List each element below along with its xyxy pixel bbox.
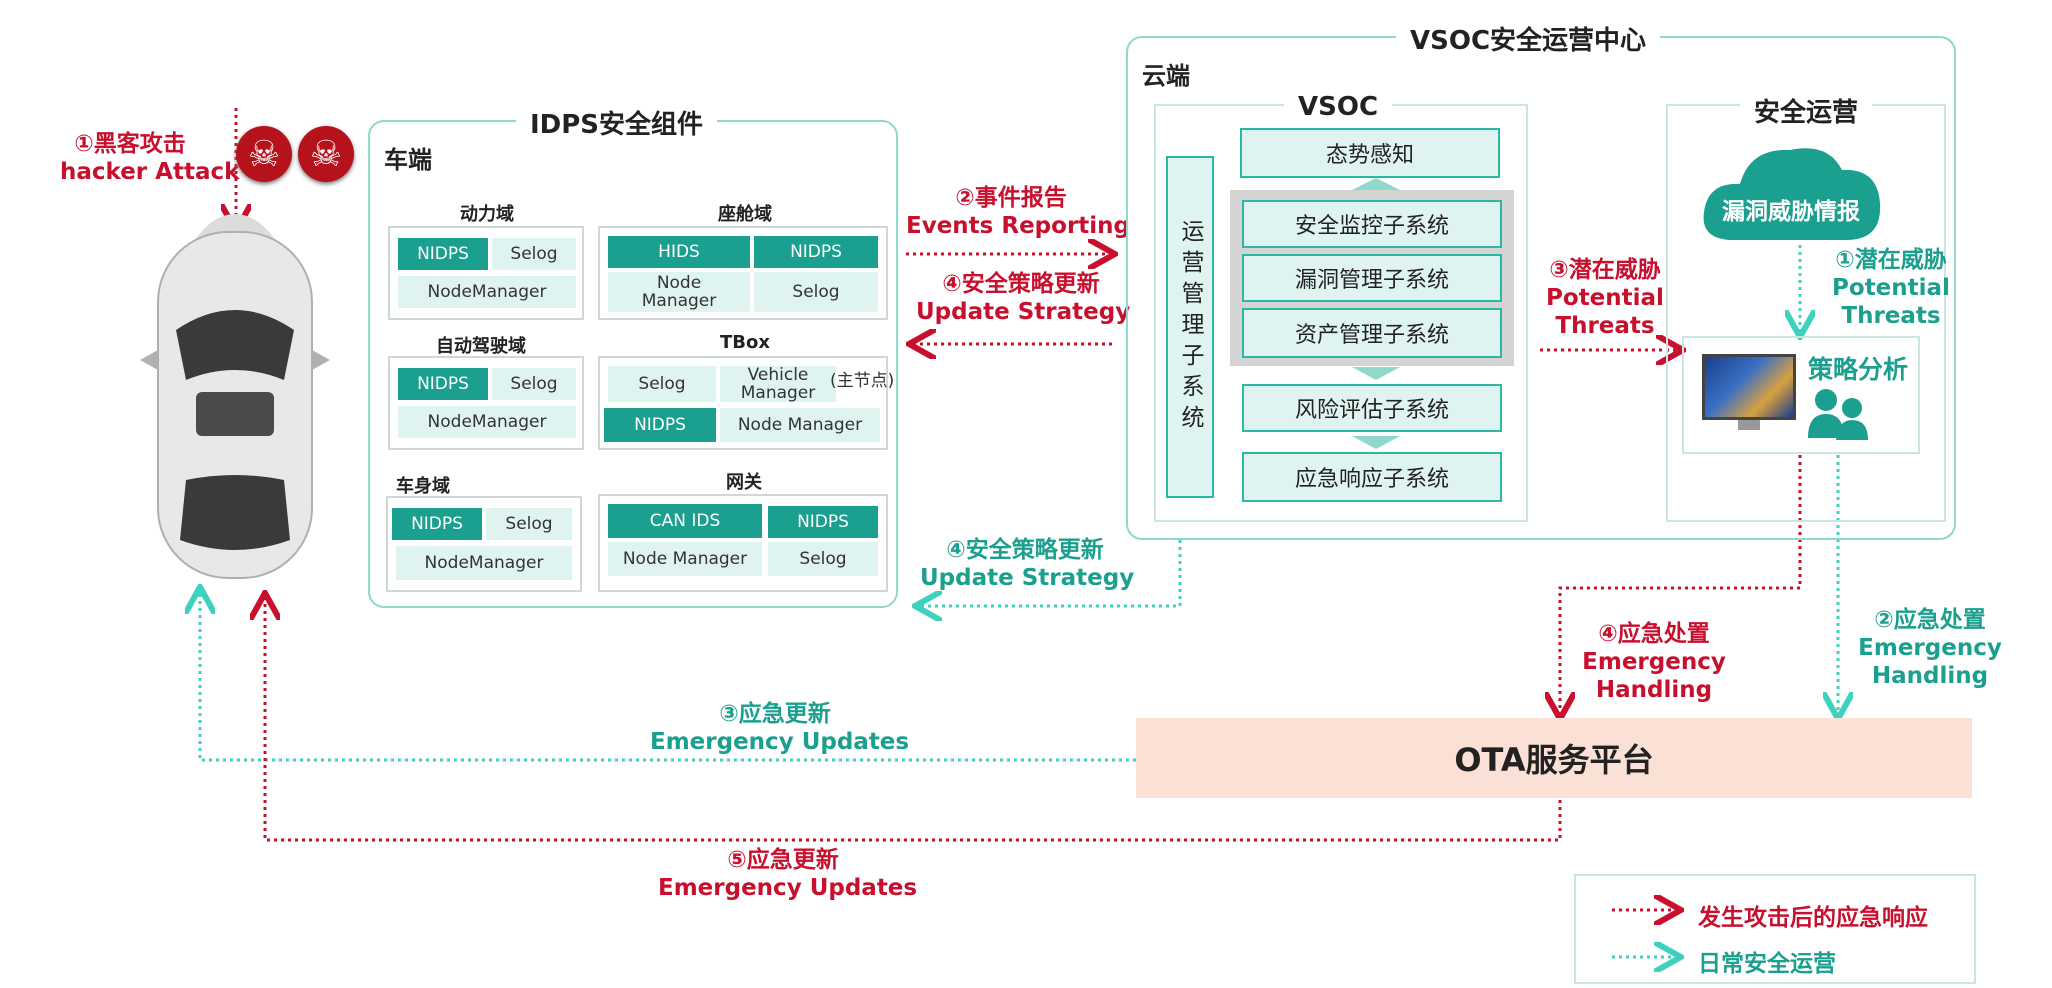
- strategy-analysis-label: 策略分析: [1808, 355, 1909, 384]
- cloud-label: 云端: [1142, 62, 1190, 90]
- vuln-mgmt-subsystem: 漏洞管理子系统: [1242, 254, 1502, 302]
- autodrive-nidps: NIDPS: [398, 368, 488, 400]
- threat-intel-label: 漏洞威胁情报: [1722, 199, 1860, 225]
- vsoc-center-title: VSOC安全运营中心: [1396, 20, 1661, 57]
- emergency-updates-red-arrow: [265, 596, 1562, 842]
- tbox-selog: Selog: [608, 366, 716, 402]
- ops-mgmt-subsystem: 运营管理子系统: [1166, 156, 1214, 498]
- potential-threats-green-en2: Threats: [1841, 303, 1941, 329]
- gateway-node-manager: Node Manager: [608, 542, 762, 576]
- autodrive-selog: Selog: [492, 368, 576, 400]
- vsoc-title: VSOC: [1284, 92, 1393, 122]
- emergency-handling-green-en1: Emergency: [1858, 635, 2002, 661]
- vsoc-triangle-1: [1352, 178, 1400, 190]
- vsoc-triangle-3: [1352, 436, 1400, 449]
- potential-threats-green-cn: ①潜在威胁: [1835, 247, 1947, 273]
- potential-threats-red-en1: Potential: [1546, 285, 1664, 311]
- potential-threats-red-label: ③潜在威胁 Potential Threats: [1540, 256, 1670, 340]
- emergency-handling-red-cn: ④应急处置: [1598, 621, 1710, 647]
- emergency-updates-green-label: ③应急更新 Emergency Updates: [650, 700, 910, 756]
- legend-green-label: 日常安全运营: [1698, 951, 1836, 977]
- update-strategy-green-en: Update Strategy: [920, 565, 1135, 591]
- skull-icon: ☠: [298, 126, 354, 182]
- monitor-stand: [1738, 420, 1760, 430]
- tbox-node-manager: Node Manager: [720, 408, 880, 442]
- cockpit-domain-label: 座舱域: [718, 204, 772, 225]
- skull-icon: ☠: [236, 126, 292, 182]
- autodrive-nodemanager: NodeManager: [398, 406, 576, 438]
- body-nidps: NIDPS: [392, 508, 482, 540]
- vsoc-triangle-2: [1352, 367, 1400, 380]
- situational-awareness: 态势感知: [1240, 128, 1500, 178]
- emergency-handling-red-en1: Emergency: [1582, 649, 1726, 675]
- event-report-cn: ②事件报告: [955, 185, 1067, 211]
- emergency-updates-red-label: ⑤应急更新 Emergency Updates: [658, 846, 918, 902]
- legend-box: [1574, 874, 1976, 984]
- emergency-handling-green-en2: Handling: [1871, 663, 1989, 689]
- strategy-box: [1682, 336, 1920, 454]
- emergency-handling-green-label: ②应急处置 Emergency Handling: [1856, 606, 2004, 690]
- emergency-handling-red-label: ④应急处置 Emergency Handling: [1580, 620, 1728, 704]
- gateway-nidps: NIDPS: [768, 506, 878, 538]
- body-nodemanager: NodeManager: [396, 546, 572, 580]
- emergency-handling-red-arrow: [1560, 455, 1802, 716]
- cockpit-hids: HIDS: [608, 236, 750, 268]
- update-strategy-red-label: ④安全策略更新 Update Strategy: [916, 270, 1131, 326]
- emergency-updates-red-cn: ⑤应急更新: [727, 847, 839, 873]
- potential-threats-red-cn: ③潜在威胁: [1549, 257, 1661, 283]
- security-ops-title: 安全运营: [1740, 92, 1873, 129]
- body-selog: Selog: [486, 508, 572, 540]
- monitor-icon: [1702, 354, 1796, 420]
- update-strategy-red-en: Update Strategy: [916, 299, 1131, 325]
- legend-red-label: 发生攻击后的应急响应: [1698, 905, 1928, 931]
- update-strategy-red-cn: ④安全策略更新: [942, 271, 1100, 297]
- potential-threats-red-en2: Threats: [1555, 313, 1655, 339]
- cockpit-selog: Selog: [754, 272, 878, 312]
- gateway-label: 网关: [726, 472, 762, 493]
- gateway-selog: Selog: [768, 542, 878, 576]
- emergency-handling-red-en2: Handling: [1595, 677, 1713, 703]
- tbox-nidps: NIDPS: [604, 408, 716, 442]
- power-nidps: NIDPS: [398, 238, 488, 270]
- event-report-label: ②事件报告 Events Reporting: [906, 184, 1131, 240]
- gateway-can-ids: CAN IDS: [608, 504, 762, 538]
- potential-threats-green-label: ①潜在威胁 Potential Threats: [1824, 246, 1958, 330]
- power-domain-label: 动力域: [460, 204, 514, 225]
- update-strategy-green-arrow: [918, 540, 1182, 606]
- vehicle-end-label: 车端: [384, 146, 432, 174]
- ota-platform: OTA服务平台: [1136, 718, 1972, 798]
- tbox-label: TBox: [720, 332, 770, 353]
- body-domain-label: 车身域: [396, 476, 450, 497]
- tbox-main-node-note: (主节点): [830, 371, 895, 391]
- emergency-response-subsystem: 应急响应子系统: [1242, 452, 1502, 502]
- emergency-updates-red-en: Emergency Updates: [658, 875, 918, 901]
- idps-title: IDPS安全组件: [516, 104, 718, 141]
- cockpit-nidps: NIDPS: [754, 236, 878, 268]
- power-nodemanager: NodeManager: [398, 276, 576, 308]
- update-strategy-green-label: ④安全策略更新 Update Strategy: [920, 536, 1135, 592]
- cockpit-node-manager: Node Manager: [608, 272, 750, 312]
- update-strategy-green-cn: ④安全策略更新: [946, 537, 1104, 563]
- asset-mgmt-subsystem: 资产管理子系统: [1242, 308, 1502, 358]
- hacker-attack-cn: ①黑客攻击: [74, 131, 186, 157]
- risk-assessment-subsystem: 风险评估子系统: [1242, 384, 1502, 432]
- autodrive-domain-label: 自动驾驶域: [436, 336, 526, 357]
- emergency-updates-green-en: Emergency Updates: [650, 729, 910, 755]
- emergency-handling-green-cn: ②应急处置: [1874, 607, 1986, 633]
- tbox-vehicle-manager: Vehicle Manager: [720, 366, 836, 402]
- power-selog: Selog: [492, 238, 576, 270]
- potential-threats-green-en1: Potential: [1832, 275, 1950, 301]
- event-report-en: Events Reporting: [906, 213, 1131, 239]
- emergency-updates-green-cn: ③应急更新: [719, 701, 831, 727]
- security-monitor-subsystem: 安全监控子系统: [1242, 200, 1502, 248]
